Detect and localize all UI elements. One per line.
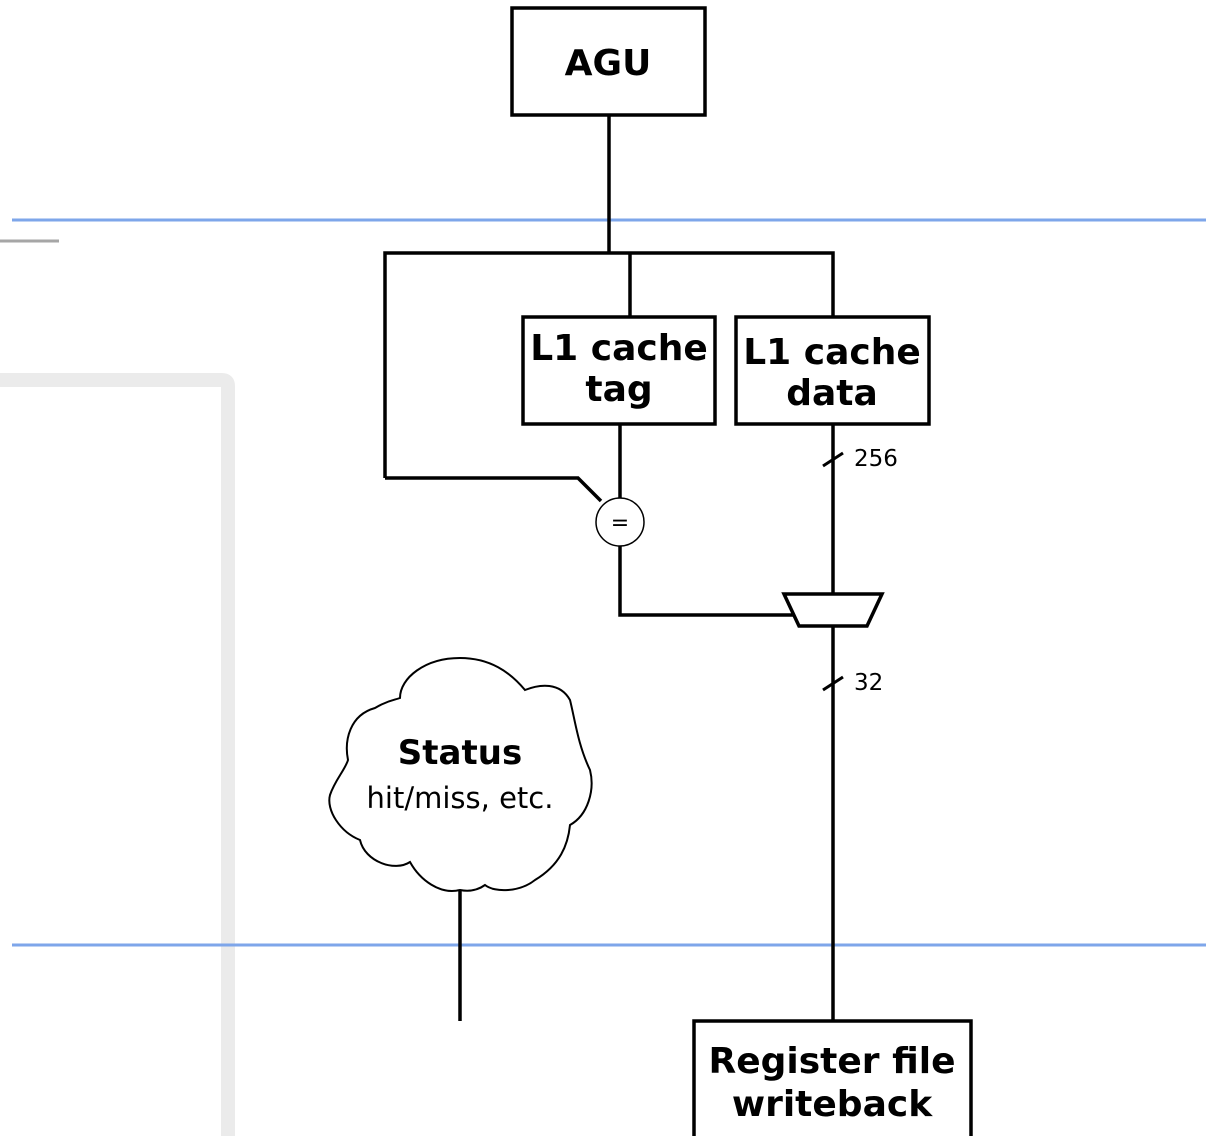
bus-width-256: 256 — [854, 446, 898, 472]
way-select-mux — [781, 592, 885, 628]
bus-width-32: 32 — [854, 670, 883, 696]
register-file-line1: Register file — [708, 1041, 955, 1082]
background-panel — [0, 373, 235, 1136]
svg-text:tag: tag — [585, 369, 652, 410]
l1-cache-data-block: L1 cache data — [734, 315, 931, 426]
status-detail: hit/miss, etc. — [367, 781, 554, 815]
l1-cache-tag-block: L1 cache tag — [521, 315, 717, 426]
register-file-line2: writeback — [732, 1084, 933, 1125]
register-file-writeback-block: Register file writeback — [692, 1019, 973, 1136]
l1-cache-data-line1: L1 cache — [743, 332, 921, 373]
bus-slash-256 — [822, 451, 844, 468]
status-cloud: Status hit/miss, etc. — [328, 656, 593, 892]
status-title: Status — [398, 733, 522, 773]
svg-text:Register file: Register file — [708, 1041, 955, 1082]
svg-text:L1 cache: L1 cache — [743, 332, 921, 373]
wires — [383, 115, 835, 1021]
svg-text:writeback: writeback — [732, 1084, 933, 1125]
l1-cache-tag-line2: tag — [585, 369, 652, 410]
wire-comparator-to-mux — [618, 546, 796, 617]
wire-address-to-comparator — [385, 476, 603, 503]
comparator-symbol: = — [611, 511, 629, 536]
agu-block: AGU — [510, 6, 707, 117]
l1-cache-data-line2: data — [786, 373, 878, 414]
agu-label: AGU — [565, 43, 652, 84]
svg-text:L1 cache: L1 cache — [530, 328, 708, 369]
l1-cache-tag-line1: L1 cache — [530, 328, 708, 369]
bus-slash-32 — [822, 675, 844, 692]
svg-text:data: data — [786, 373, 878, 414]
wire-address-bus — [383, 251, 835, 478]
tag-comparator: = — [595, 497, 645, 547]
